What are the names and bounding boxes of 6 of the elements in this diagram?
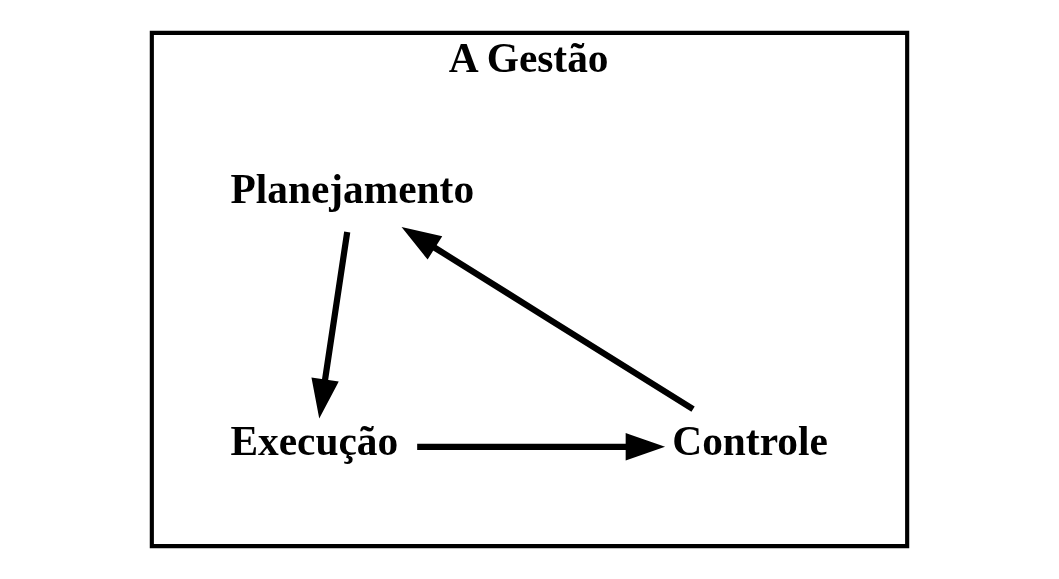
arrow (401, 226, 695, 412)
node-text: Execução (230, 418, 399, 465)
arrow (311, 231, 351, 419)
node-text: Controle (672, 418, 828, 465)
node-text: Planejamento (230, 165, 475, 212)
arrow (417, 433, 666, 461)
